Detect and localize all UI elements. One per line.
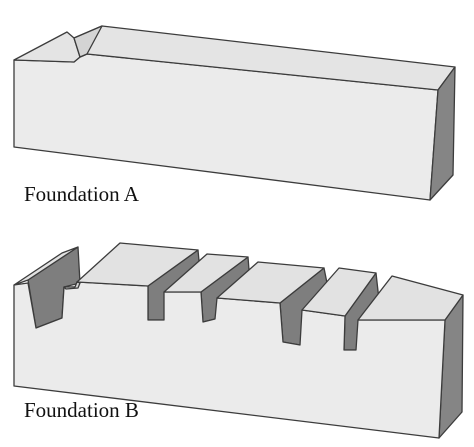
- foundation-a-block: [13, 25, 456, 201]
- foundation-b-tooth-2-top: [163, 253, 249, 293]
- foundation-b-block: [13, 242, 464, 439]
- foundation-a-step-top-face: [13, 31, 81, 63]
- foundation-a-step-riser: [73, 25, 103, 58]
- foundation-b-tooth-5-top: [357, 275, 464, 321]
- foundation-b-end-wall-top: [13, 246, 79, 286]
- caption-foundation-b: Foundation B: [24, 398, 139, 422]
- caption-foundation-a: Foundation A: [24, 182, 139, 206]
- foundation-b-ledge: [63, 281, 81, 290]
- foundation-b-tooth-3-top: [216, 261, 325, 304]
- foundation-b-tooth-1-top: [76, 242, 199, 287]
- foundation-a-side-face: [429, 66, 456, 201]
- foundation-b-tooth-4-top: [301, 267, 377, 317]
